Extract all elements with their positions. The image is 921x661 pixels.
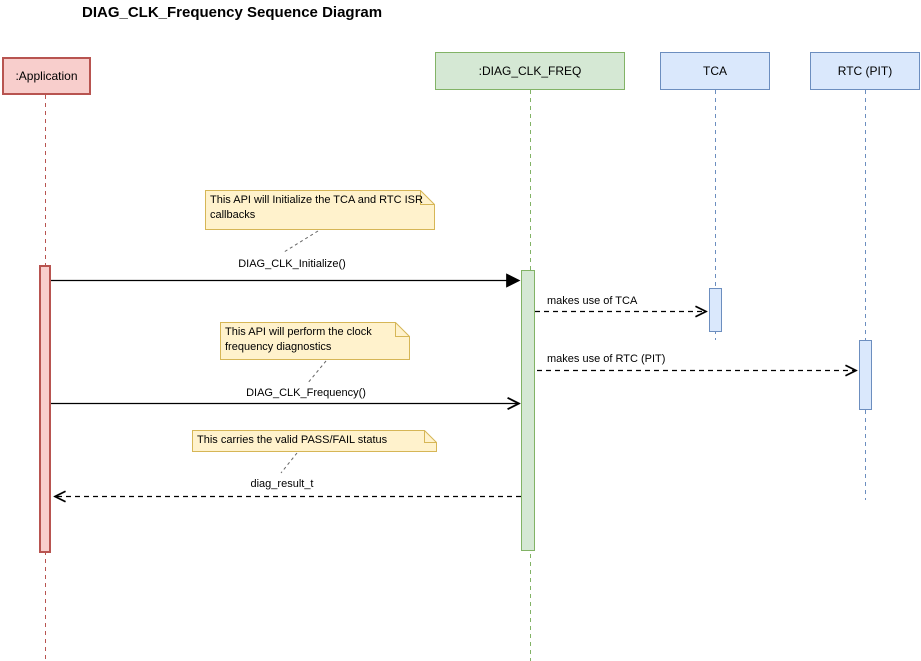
participant-rtc-label: RTC (PIT): [837, 64, 893, 78]
participant-diag-clk-freq: :DIAG_CLK_FREQ: [435, 52, 625, 90]
note-shape: [205, 190, 435, 230]
participant-application: :Application: [2, 57, 91, 95]
note2-connector: [306, 360, 327, 385]
note-pass-fail-status: This carries the valid PASS/FAIL status: [192, 430, 437, 452]
activation-diag-clk-freq: [521, 270, 535, 551]
message-label-diag-result-t: diag_result_t: [170, 478, 394, 491]
activation-tca: [709, 288, 722, 332]
message-label-diag-clk-frequency: DIAG_CLK_Frequency(): [194, 387, 418, 400]
activation-rtc: [859, 340, 872, 410]
note1-connector: [283, 230, 319, 253]
note-text: This API will perform the clock frequenc…: [225, 326, 372, 353]
participant-diag-clk-freq-label: :DIAG_CLK_FREQ: [478, 64, 582, 78]
message-label-makes-use-of-tca: makes use of TCA: [545, 295, 640, 308]
participant-application-label: :Application: [15, 69, 78, 83]
participant-tca: TCA: [660, 52, 770, 90]
note-fold-icon: [420, 190, 435, 205]
activation-application: [39, 265, 51, 553]
note-initialize-callbacks: This API will Initialize the TCA and RTC…: [205, 190, 435, 230]
note-fold-icon: [424, 430, 437, 443]
participant-rtc: RTC (PIT): [810, 52, 920, 90]
note-text: This API will Initialize the TCA and RTC…: [210, 194, 423, 221]
message-label-makes-use-of-rtc: makes use of RTC (PIT): [545, 353, 668, 366]
note-shape: [220, 322, 410, 360]
note-text: This carries the valid PASS/FAIL status: [197, 434, 388, 446]
participant-tca-label: TCA: [703, 64, 727, 78]
note-fold-icon: [395, 322, 410, 337]
message-label-diag-clk-initialize: DIAG_CLK_Initialize(): [180, 258, 404, 271]
note-frequency-diagnostics: This API will perform the clock frequenc…: [220, 322, 410, 360]
note3-connector: [280, 452, 298, 474]
diagram-title: DIAG_CLK_Frequency Sequence Diagram: [82, 4, 383, 21]
note-shape: [192, 430, 437, 452]
